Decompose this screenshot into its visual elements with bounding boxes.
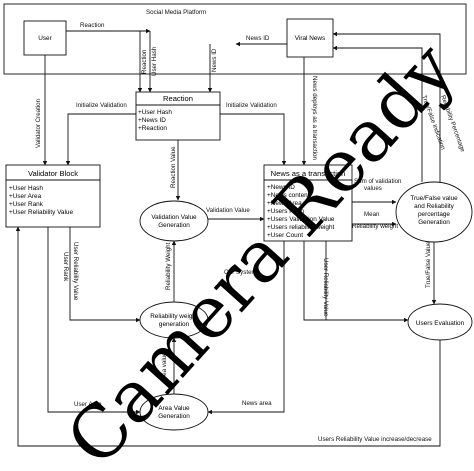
viral-news-box	[286, 18, 334, 58]
news-tx-title: News as a transaction	[271, 169, 346, 178]
news-tx-item: +News ID	[267, 184, 295, 191]
validator-creation-label: Validator Creation	[35, 98, 42, 148]
validation-value-gen-label: Validation Value	[151, 214, 197, 221]
validation-value-label: Validation Value	[206, 207, 250, 214]
mean-reliability-label: Mean	[364, 211, 380, 218]
v-reaction-label: Reaction	[141, 49, 148, 74]
user-area-label: User Area	[74, 401, 102, 408]
mean-reliability-label: Reliability weight	[352, 223, 398, 230]
news-area-arrow	[207, 241, 285, 415]
news-tx-item: +News Area	[267, 200, 302, 207]
validator-block-item: +User Hash	[9, 185, 43, 192]
tf-value-gen-label: Generation	[418, 219, 450, 226]
validator-block-item: +User Reliability Value	[9, 209, 73, 216]
area-value-gen-label: Generation	[158, 413, 190, 420]
tf-value-gen-label: True/False value	[410, 195, 458, 202]
reaction-item: +Reaction	[138, 125, 167, 132]
reliability-percentage-arrow	[332, 31, 441, 182]
news-tx-item: +Users reliability weight	[267, 224, 335, 231]
user-reliability-value-arrow	[69, 227, 141, 323]
sum-validation-label: values	[364, 185, 382, 192]
init-validation-left-label: Initialize Validation	[76, 102, 127, 109]
users-reliability-increase-label: Users Reliability Value increase/decreas…	[318, 436, 432, 443]
reaction-value-label: Reaction Value	[170, 146, 177, 188]
validation-value-gen-label: Generation	[158, 222, 190, 229]
reliability-weight-gen-label: Reliability weight	[150, 313, 198, 320]
user-rank-label: User Rank	[62, 252, 69, 282]
news-tx-to-evaluation-arrow	[303, 241, 409, 323]
news-tx-box	[263, 164, 353, 242]
reaction-item: +User Hash	[138, 109, 172, 116]
news-tx-item: +Users Validation Value	[267, 216, 335, 223]
validator-block-title: Validator Block	[28, 169, 78, 178]
news-tx-item: +Users Hash	[267, 208, 305, 215]
true-false-indication-arrow	[332, 45, 423, 182]
reliability-weight-gen-label: generation	[159, 321, 190, 328]
area-value-gen-label: Area Value	[158, 405, 190, 412]
validation-value-gen-node	[139, 200, 209, 242]
reaction-box	[135, 91, 221, 141]
user-reliability-value-right-label: User Reliability Value	[322, 258, 329, 317]
reaction-box-title: Reaction	[163, 94, 193, 103]
sum-validation-label: Sum of validation	[354, 178, 402, 185]
init-validation-left-arrow	[65, 113, 136, 166]
our-system-label: Our System	[224, 269, 257, 276]
users-reliability-increase-arrow	[15, 226, 441, 447]
user-label: User	[38, 35, 52, 42]
init-validation-right-arrow	[220, 113, 287, 166]
reaction-top-label: Reaction	[80, 22, 105, 29]
news-deploys-label: News deploys as a transaction	[311, 76, 318, 160]
validator-block-item: +User Area	[9, 193, 42, 200]
area-value-label: Area value	[161, 352, 168, 382]
platform-frame	[3, 3, 467, 75]
v-user-hash-label: User Hash	[151, 46, 158, 76]
true-false-value-label: True/False Value	[425, 241, 432, 288]
init-validation-right-label: Initialize Validation	[226, 102, 277, 109]
news-tx-item: +User Count	[267, 232, 303, 239]
news-id-top-label: News ID	[246, 35, 270, 42]
news-area-label: News area	[242, 400, 272, 407]
reliability-weight-label: Reliability Weight	[165, 242, 172, 290]
tf-value-gen-label: percentage	[418, 211, 450, 218]
platform-label: Social Media Platform	[146, 9, 206, 16]
users-evaluation-label: Users Evaluation	[416, 320, 465, 327]
v-news-id-label: News ID	[211, 48, 218, 72]
user-area-arrow	[47, 227, 141, 415]
tf-value-gen-label: and Reliability	[414, 203, 455, 210]
validator-block-box	[5, 164, 101, 228]
validator-block-item: +User Rank	[9, 201, 44, 208]
user-reliability-value-label: User Reliability Value	[72, 242, 79, 301]
viral-news-label: Viral News	[295, 35, 325, 42]
reaction-item: +News ID	[138, 117, 166, 124]
news-tx-item: +News content	[267, 192, 310, 199]
